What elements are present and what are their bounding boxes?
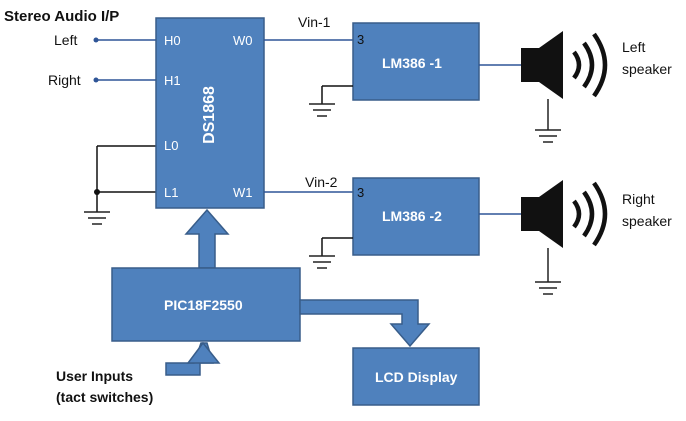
- left-speaker-ground: [535, 99, 561, 143]
- right-speaker-label-line1: Right: [622, 191, 655, 207]
- lm386-2-block: [352, 177, 480, 256]
- lm386-1-label: LM386 -1: [382, 55, 442, 71]
- l-pins-ground-wiring: [96, 145, 156, 212]
- amp1-ground-wiring: [321, 85, 353, 104]
- right-speaker-ground: [535, 248, 561, 295]
- pic18f2550-block: [111, 267, 301, 342]
- ds1868-block: [155, 17, 265, 209]
- right-input-terminal: [93, 77, 99, 83]
- left-speaker-label-line2: speaker: [622, 61, 672, 77]
- user-inputs-label-line2: (tact switches): [56, 389, 154, 405]
- right-input-label: Right: [48, 72, 81, 88]
- mcu-to-lcd-arrow: [299, 299, 431, 348]
- pin-l1: L1: [164, 185, 179, 200]
- pin-w0: W0: [233, 33, 253, 48]
- pin-l0: L0: [164, 138, 179, 153]
- pin-h0: H0: [164, 33, 181, 48]
- input-wires: [97, 39, 156, 81]
- user-inputs-arrowhead: [186, 341, 221, 364]
- amp2-ground-wiring: [321, 237, 353, 256]
- amp1-pin-3: 3: [357, 32, 365, 47]
- right-speaker-label-line2: speaker: [622, 213, 672, 229]
- ground-symbol: [309, 103, 335, 117]
- ground-symbol: [84, 211, 110, 225]
- diagram-title: Stereo Audio I/P: [4, 8, 120, 25]
- left-speaker-label-line1: Left: [622, 39, 646, 55]
- mcu-to-ds1868-arrow: [184, 208, 230, 269]
- left-input-label: Left: [54, 32, 78, 48]
- pic18f2550-label: PIC18F2550: [164, 297, 243, 313]
- amp2-pin-3: 3: [357, 185, 365, 200]
- right-speaker-icon: [521, 180, 608, 248]
- pin-w1: W1: [233, 185, 253, 200]
- lcd-display-block: [352, 347, 480, 406]
- l-pins-junction: [94, 189, 100, 195]
- wiper-wires: [264, 39, 353, 193]
- ds1868-label: DS1868: [201, 86, 218, 144]
- ground-symbol: [309, 255, 335, 269]
- user-inputs-label-line1: User Inputs: [56, 368, 134, 384]
- left-speaker-icon: [521, 31, 608, 99]
- vin-2-label: Vin-2: [305, 174, 338, 190]
- lcd-display-label: LCD Display: [375, 369, 458, 385]
- pin-h1: H1: [164, 73, 181, 88]
- left-input-terminal: [93, 37, 99, 43]
- lm386-1-block: [352, 22, 480, 101]
- lm386-2-label: LM386 -2: [382, 208, 442, 224]
- vin-1-label: Vin-1: [298, 14, 331, 30]
